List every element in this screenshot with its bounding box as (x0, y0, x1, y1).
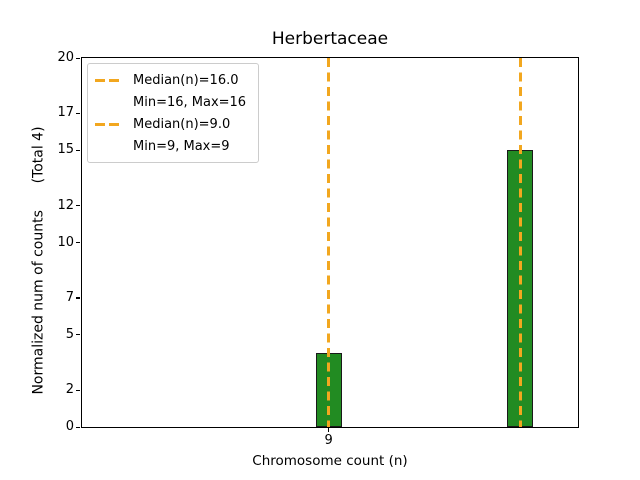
y-tick-label: 5 (65, 326, 74, 342)
median-vline (327, 58, 330, 427)
y-tick-mark (76, 112, 80, 115)
y-tick-mark (76, 334, 80, 336)
legend-dashed-line-icon (95, 122, 120, 126)
legend-label: Min=16, Max=16 (133, 94, 247, 110)
median-vline (519, 58, 522, 427)
legend-label: Min=9, Max=9 (133, 138, 230, 154)
legend-handle-spacer (95, 101, 120, 104)
y-tick-label: 7 (65, 289, 74, 305)
y-tick-label: 12 (57, 197, 74, 213)
y-tick-mark (76, 205, 80, 207)
y-tick-label: 0 (65, 419, 74, 434)
legend-entry: Median(n)=16.0 (95, 69, 246, 91)
x-tick-label: 9 (324, 433, 333, 448)
legend-entry: Median(n)=9.0 (95, 113, 246, 135)
x-tick-mark (328, 428, 330, 432)
y-tick-mark (76, 57, 80, 59)
legend-label: Median(n)=9.0 (133, 116, 231, 132)
y-tick-label: 2 (65, 382, 74, 398)
y-tick-label: 10 (57, 234, 74, 250)
y-tick-label: 20 (57, 50, 74, 65)
y-tick-mark (76, 297, 80, 299)
y-tick-mark (76, 389, 80, 391)
y-tick-mark (76, 242, 80, 244)
chart-title: Herbertaceae (271, 29, 389, 49)
legend-handle-spacer (95, 145, 120, 148)
x-axis-label: Chromosome count (n) (252, 453, 408, 469)
y-tick-mark (76, 426, 80, 428)
legend-entry: Min=16, Max=16 (95, 91, 246, 113)
y-tick-label: 17 (57, 105, 74, 121)
legend-entry: Min=9, Max=9 (95, 135, 246, 157)
y-tick-mark (76, 149, 80, 151)
legend-label: Median(n)=16.0 (133, 72, 239, 88)
legend-dashed-line-icon (95, 78, 120, 82)
y-tick-label: 15 (57, 142, 74, 158)
y-axis-label: Normalized num of counts (Total 4) (30, 126, 47, 395)
